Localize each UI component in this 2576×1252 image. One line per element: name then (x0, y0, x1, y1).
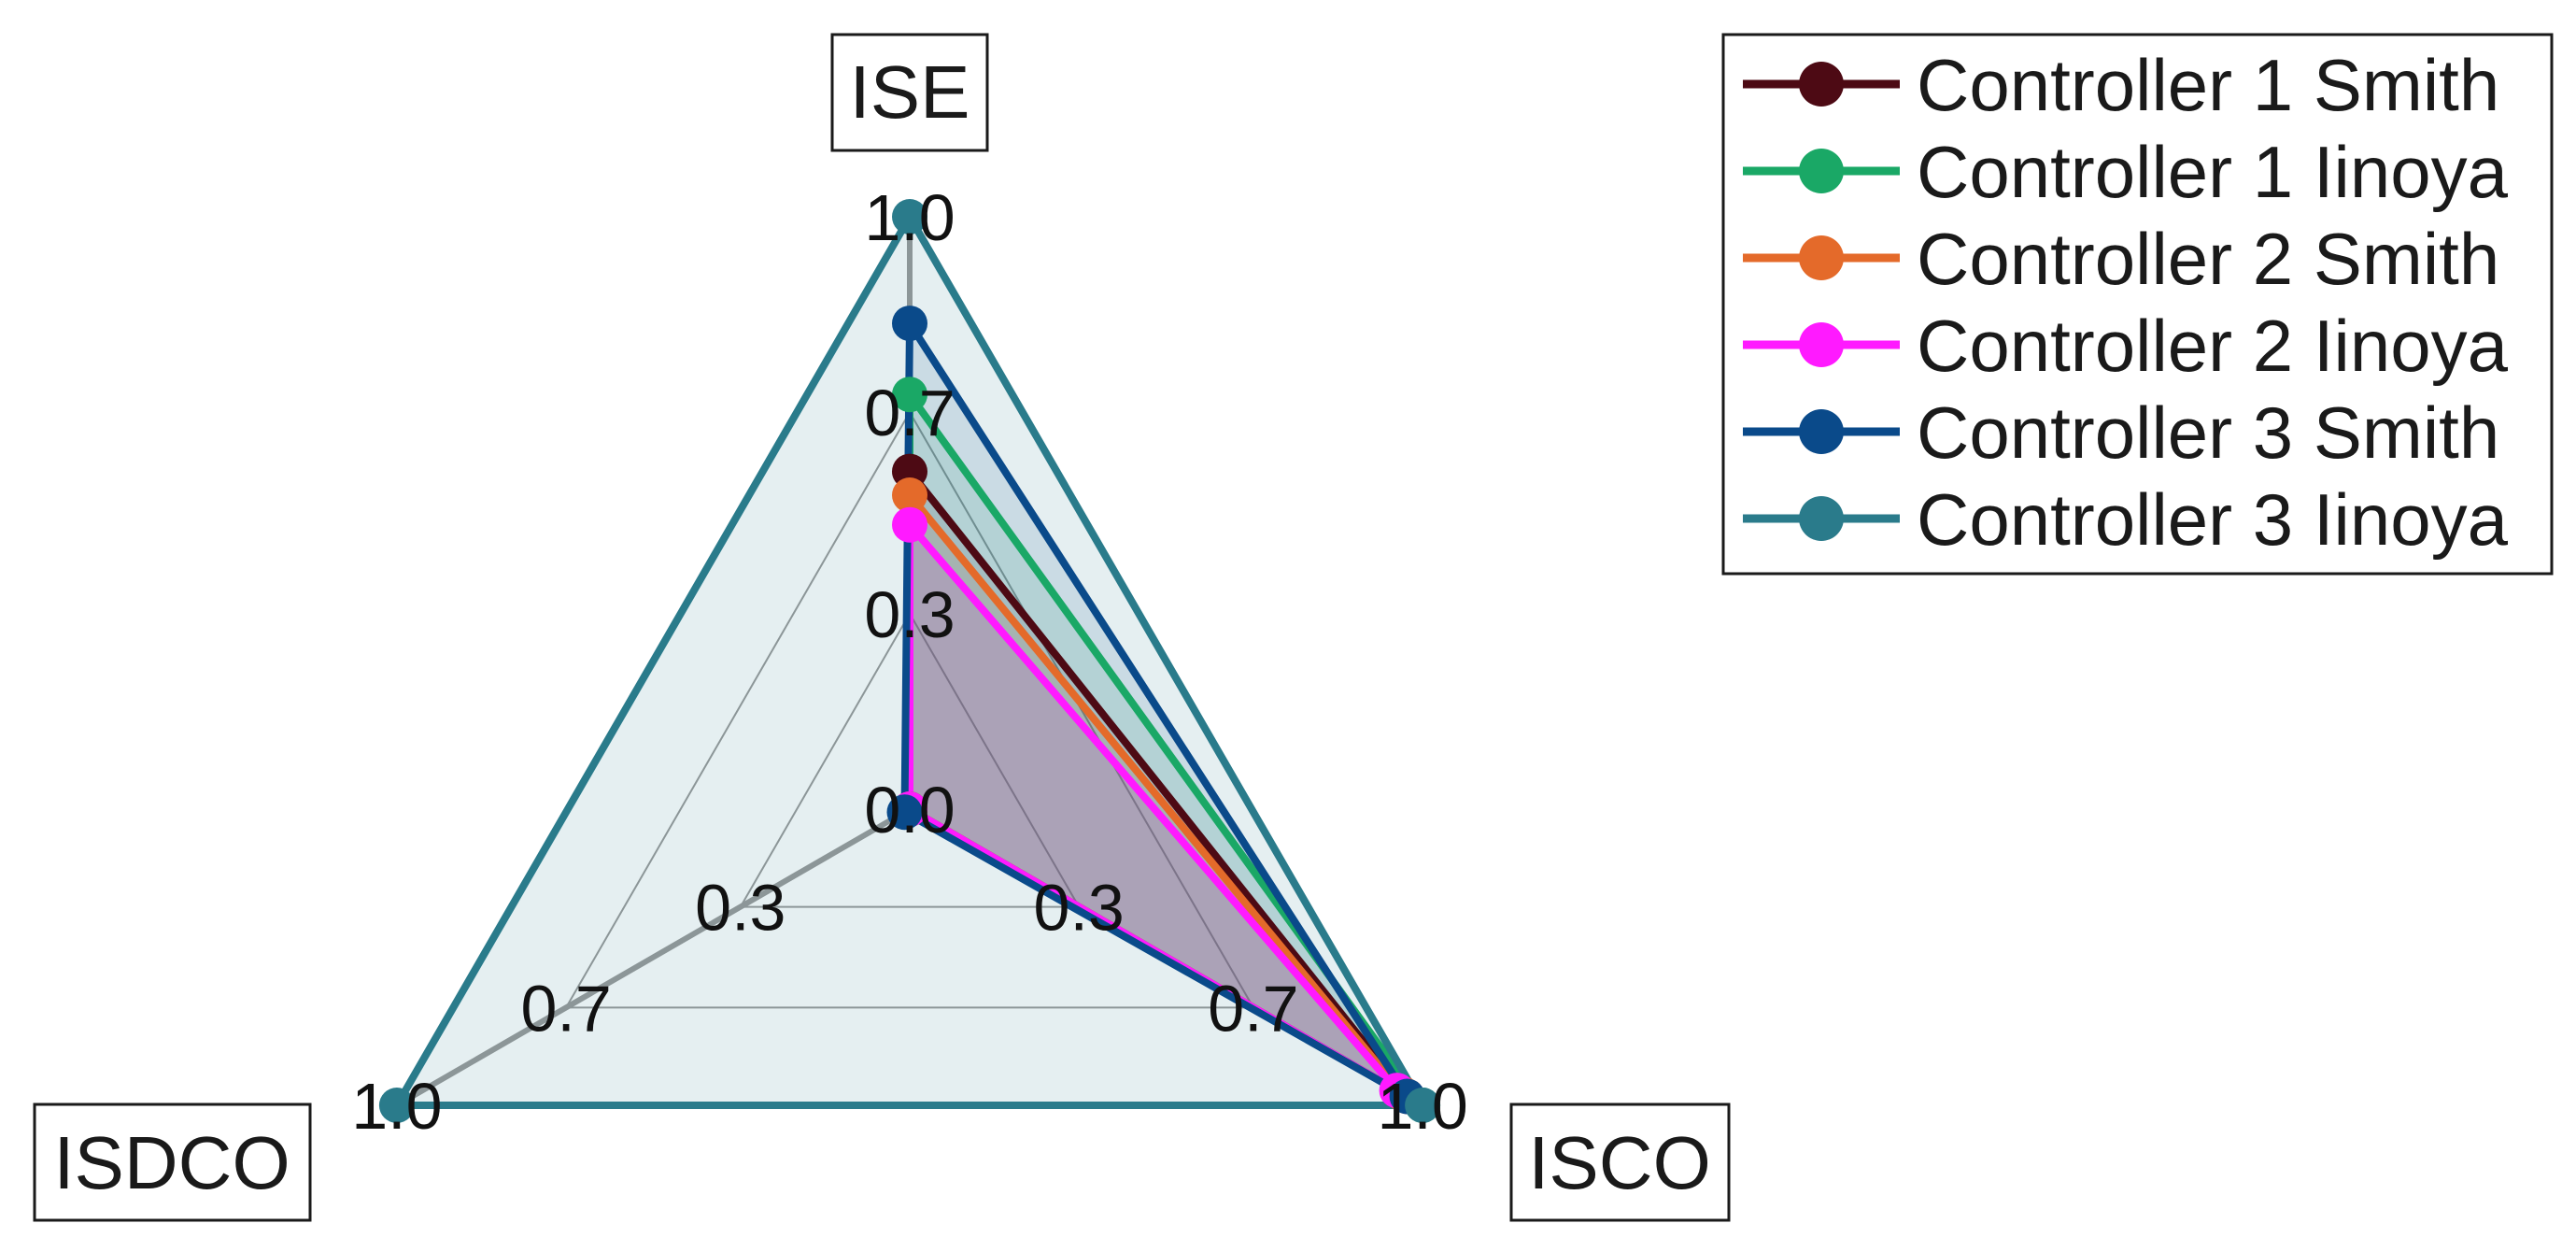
series-point-controller-3-iinoya-ise (892, 199, 927, 235)
series-point-controller-2-iinoya-ise (892, 506, 927, 543)
legend-label-controller-3-smith: Controller 3 Smith (1917, 391, 2499, 474)
tick-label-isdco-1: 0.3 (695, 872, 786, 945)
tick-label-ise-1: 0.3 (864, 578, 955, 651)
grid-ring-2 (564, 410, 1255, 1009)
tick-label-ise-2: 0.7 (864, 377, 955, 449)
series-point-controller-2-smith-ise (892, 477, 927, 513)
series-point-controller-3-smith-isdco (886, 794, 923, 831)
legend-label-controller-2-iinoya: Controller 2 Iinoya (1917, 305, 2509, 387)
tick-label-ise-3: 1.0 (864, 181, 955, 254)
legend-marker-controller-3-iinoya (1799, 496, 1844, 541)
legend-label-controller-1-iinoya: Controller 1 Iinoya (1917, 131, 2509, 213)
tick-label-isdco-3: 1.0 (351, 1070, 442, 1143)
axis-label-isdco: ISDCO (33, 1103, 312, 1222)
tick-label-isdco-2: 0.7 (520, 972, 611, 1045)
legend-label-controller-1-smith: Controller 1 Smith (1917, 44, 2499, 126)
series-points (378, 199, 1441, 1123)
axis-label-isdco-text: ISDCO (53, 1121, 290, 1204)
tick-label-isco-2: 0.7 (1208, 972, 1298, 1045)
legend-marker-controller-3-smith (1799, 409, 1844, 454)
legend-label-controller-3-iinoya: Controller 3 Iinoya (1917, 478, 2509, 561)
series-point-controller-3-smith-ise (892, 306, 927, 342)
tick-label-isco-3: 1.0 (1377, 1070, 1467, 1143)
grid-ring-1 (739, 611, 1081, 908)
tick-label-ise-0: 0.0 (864, 774, 955, 847)
series-point-controller-1-iinoya-ise (892, 377, 927, 413)
series-point-controller-3-iinoya-isco (1405, 1088, 1441, 1123)
series-lines (392, 213, 1427, 1109)
series-point-controller-3-iinoya-isdco (378, 1088, 415, 1123)
axis-label-isco-text: ISCO (1528, 1121, 1711, 1204)
legend-label-controller-2-smith: Controller 2 Smith (1917, 218, 2499, 300)
axis-spoke-isdco (395, 806, 912, 1108)
legend-marker-controller-1-smith (1799, 62, 1844, 107)
legend-marker-controller-1-iinoya (1799, 149, 1844, 193)
axis-label-ise-text: ISE (850, 50, 970, 134)
legend-marker-controller-2-iinoya (1799, 322, 1844, 367)
axis-label-isco: ISCO (1509, 1103, 1731, 1222)
series-line-controller-3-smith (900, 320, 1411, 1101)
axis-label-ise: ISE (830, 33, 989, 152)
tick-label-isco-1: 0.3 (1034, 872, 1125, 945)
legend-marker-controller-2-smith (1799, 235, 1844, 280)
series-line-controller-3-iinoya (392, 213, 1427, 1109)
legend-frame (1721, 33, 2554, 576)
tick-labels: 0.0 0.3 0.7 1.0 0.3 0.7 1.0 0.3 0.7 1.0 (351, 181, 1468, 1143)
